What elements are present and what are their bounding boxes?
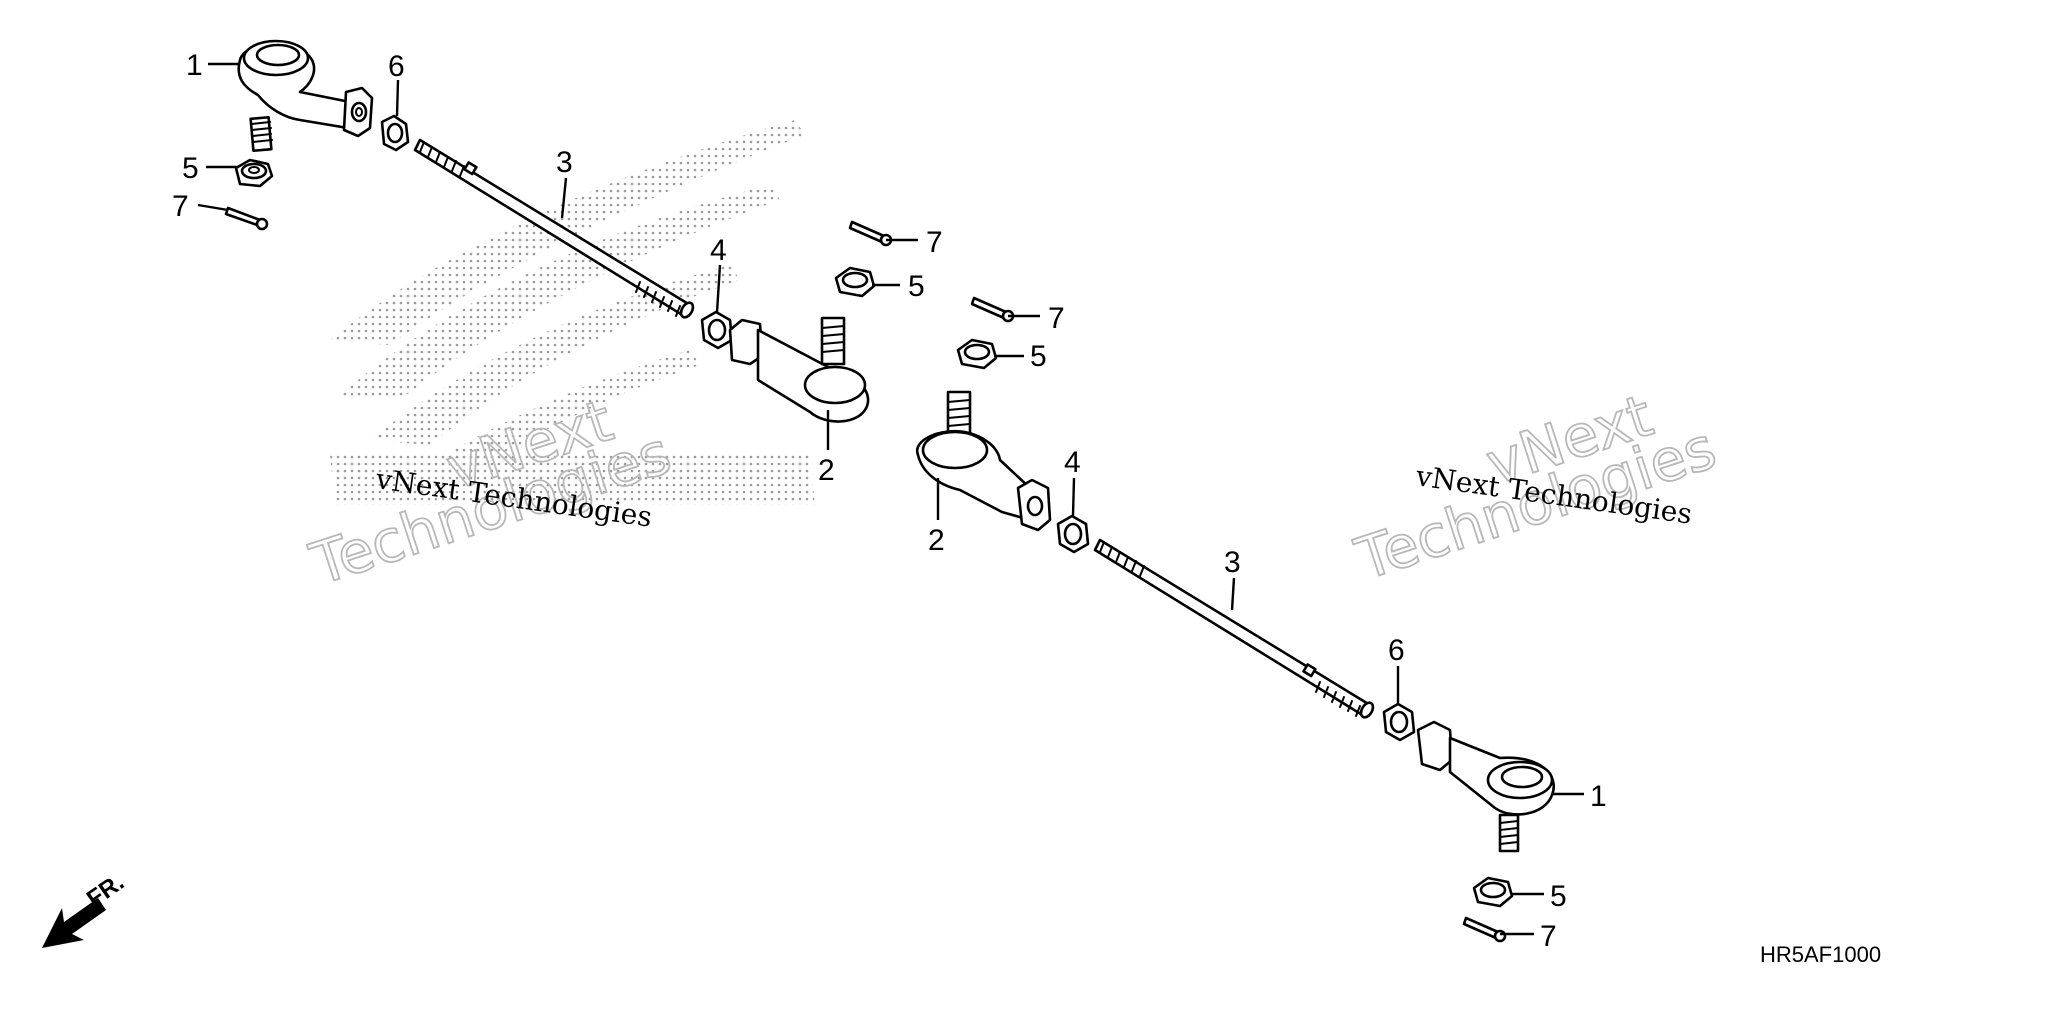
- callout-5-mid-upper: 5: [908, 270, 925, 303]
- lock-nut-left: [380, 114, 410, 152]
- cotter-pin-right-outer: [1462, 916, 1507, 943]
- callout-7-mid-lower: 7: [1048, 302, 1065, 335]
- tie-rod-left: [413, 138, 695, 319]
- tie-rod-right: [1093, 538, 1375, 719]
- lock-nut-right-inner: [1056, 514, 1090, 554]
- castle-nut-mid-upper: [834, 266, 876, 298]
- front-arrow-icon: [42, 898, 106, 948]
- cotter-pin-mid-lower: [970, 296, 1015, 323]
- front-direction-indicator: FR.: [42, 869, 129, 948]
- callout-3-left: 3: [556, 146, 573, 179]
- watermark-right: vNext Technologies vNext Technologies: [1346, 380, 1724, 594]
- tie-rod-end-inner-left: [728, 316, 870, 423]
- callout-labels: 1 6 5 7 3 4 7 5 7 5 2 4 2 3 6 1 5 7: [172, 49, 1607, 953]
- castle-nut-right-outer: [1472, 876, 1514, 908]
- callout-3-right: 3: [1224, 546, 1241, 579]
- tie-rod-end-outer-right: [1416, 720, 1555, 853]
- callout-7-mid-upper: 7: [926, 226, 943, 259]
- callout-leaders: [197, 62, 1584, 936]
- lock-nut-left-inner: [700, 310, 734, 350]
- callout-6-right: 6: [1388, 634, 1405, 667]
- diagram-code: HR5AF1000: [1760, 942, 1881, 967]
- lock-nut-right: [1382, 702, 1416, 742]
- tie-rod-end-outer-left: [237, 39, 374, 153]
- cotter-pin-left-outer: [224, 206, 269, 231]
- callout-7-right: 7: [1540, 920, 1557, 953]
- callout-6-left: 6: [388, 50, 405, 83]
- callout-5-right: 5: [1550, 880, 1567, 913]
- callout-1-left: 1: [186, 49, 203, 82]
- callout-4-right: 4: [1064, 446, 1081, 479]
- brand-wing-logo: [330, 120, 815, 505]
- callout-2-right: 2: [928, 524, 945, 557]
- callout-5-left: 5: [182, 152, 199, 185]
- callout-1-right: 1: [1590, 780, 1607, 813]
- callout-4-left: 4: [710, 234, 727, 267]
- callout-2-left: 2: [818, 454, 835, 487]
- tie-rod-end-inner-right: [915, 390, 1052, 532]
- cotter-pin-mid-upper: [848, 220, 893, 247]
- castle-nut-mid-lower: [956, 338, 998, 370]
- castle-nut-left-outer: [234, 158, 274, 188]
- callout-7-left: 7: [172, 190, 189, 223]
- callout-5-mid-lower: 5: [1030, 340, 1047, 373]
